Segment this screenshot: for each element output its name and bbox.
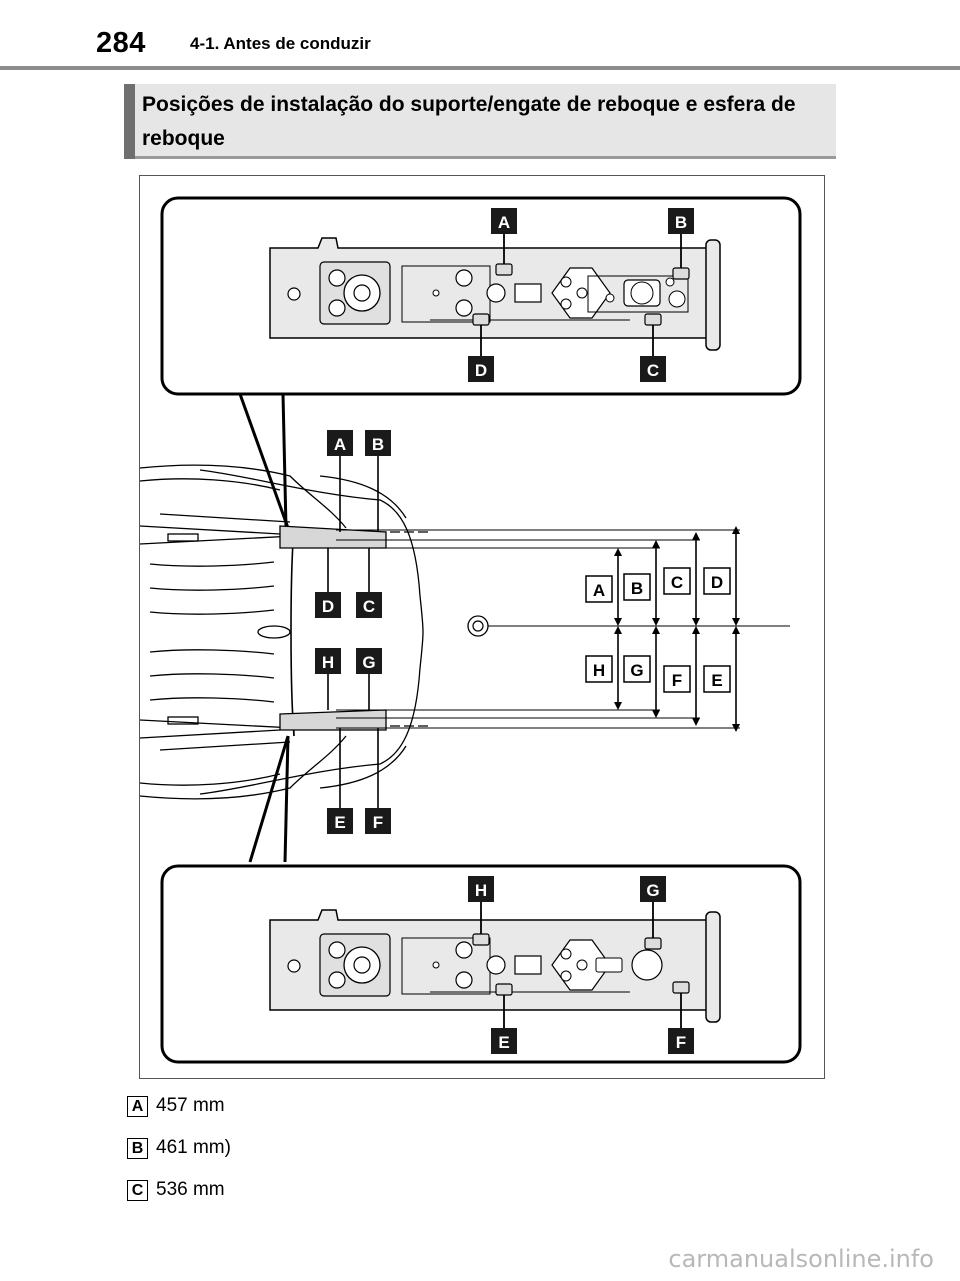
spec-value: 457 mm (156, 1095, 225, 1116)
tag-text: E (498, 1033, 509, 1052)
spec-value: 461 mm) (156, 1137, 231, 1158)
hitch-installation-figure: A B D C A B D C H G E F (139, 175, 825, 1079)
tag-text: G (630, 661, 643, 680)
tag-text: A (334, 435, 346, 454)
dimension-arrows (614, 526, 740, 732)
tag-text: E (711, 671, 722, 690)
section-title: Posições de instalação do suporte/engate… (142, 93, 796, 150)
tag-text: G (646, 881, 659, 900)
bottom-inset-tags: H G E F (468, 876, 694, 1054)
header-rule (0, 66, 960, 70)
spec-label: C (127, 1179, 148, 1201)
tag-text: B (631, 579, 643, 598)
tag-text: B (372, 435, 384, 454)
car-tags: A B D C H G E F (315, 430, 391, 834)
tag-text: A (498, 213, 510, 232)
tag-text: C (363, 597, 375, 616)
tag-text: D (711, 573, 723, 592)
spec-label: A (127, 1095, 148, 1117)
section-heading-bar (124, 84, 135, 159)
callout-pointers (238, 393, 290, 863)
tag-text: H (475, 881, 487, 900)
tag-text: A (593, 581, 605, 600)
spec-label: B (127, 1137, 148, 1159)
chapter-title: 4-1. Antes de conduzir (190, 34, 371, 53)
spec-item-a: A 457 mm (127, 1094, 225, 1118)
spec-item-b: B 461 mm) (127, 1136, 231, 1160)
tag-text: B (675, 213, 687, 232)
dimension-tags: A B C D H G F E (585, 567, 731, 693)
tag-text: G (362, 653, 375, 672)
page-number: 284 (96, 27, 146, 59)
tag-text: E (334, 813, 345, 832)
tow-ball-symbol (467, 615, 489, 637)
bottom-hitch-inset (160, 864, 802, 1064)
tag-text: D (475, 361, 487, 380)
tag-text: F (676, 1033, 686, 1052)
spec-value: 536 mm (156, 1179, 225, 1200)
bottom-hitch-bracket (269, 909, 721, 1023)
top-inset-tags: A B D C (468, 208, 694, 382)
top-hitch-inset (160, 196, 802, 396)
spec-item-c: C 536 mm (127, 1178, 225, 1202)
car-leader-lines (327, 456, 379, 808)
tag-text: H (593, 661, 605, 680)
tag-text: C (671, 573, 683, 592)
section-heading-box: Posições de instalação do suporte/engate… (124, 84, 836, 159)
bottom-bolts (472, 933, 690, 996)
reference-lines (336, 529, 790, 729)
tag-text: F (672, 671, 682, 690)
tag-text: D (322, 597, 334, 616)
hitch-beams (279, 525, 387, 731)
tag-text: C (647, 361, 659, 380)
watermark: carmanualsonline.info (668, 1245, 934, 1273)
top-hitch-bracket (269, 237, 721, 351)
tag-text: H (322, 653, 334, 672)
tag-text: F (373, 813, 383, 832)
